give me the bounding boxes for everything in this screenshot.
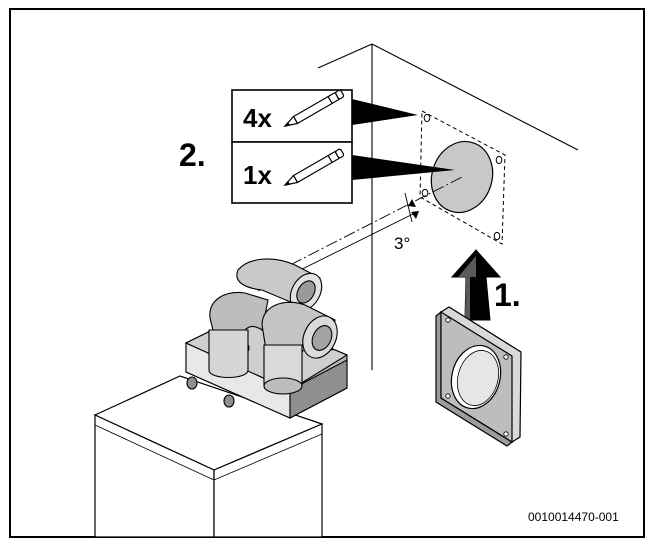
center-count-label: 1x (243, 160, 272, 190)
leader-holes (352, 99, 418, 125)
pencil-icon (283, 148, 345, 186)
figure-frame (9, 8, 645, 538)
arrow-up-icon (450, 249, 502, 321)
drilling-template (419, 110, 506, 245)
step-1-label: 1. (494, 277, 521, 313)
wall-flange (435, 306, 522, 447)
holes-count-label: 4x (243, 103, 272, 133)
wall-opening-disc (430, 140, 494, 214)
pencil-icon (283, 89, 345, 127)
screw-holes (421, 113, 503, 241)
flue-adapter (184, 258, 349, 419)
figure-id: 0010014470-001 (528, 510, 619, 524)
angle-marker (408, 199, 419, 219)
wall-corner (317, 43, 579, 370)
angle-label: 3° (394, 234, 410, 253)
leader-center (352, 155, 455, 180)
step-2-label: 2. (179, 137, 206, 173)
boiler-unit (93, 375, 324, 538)
